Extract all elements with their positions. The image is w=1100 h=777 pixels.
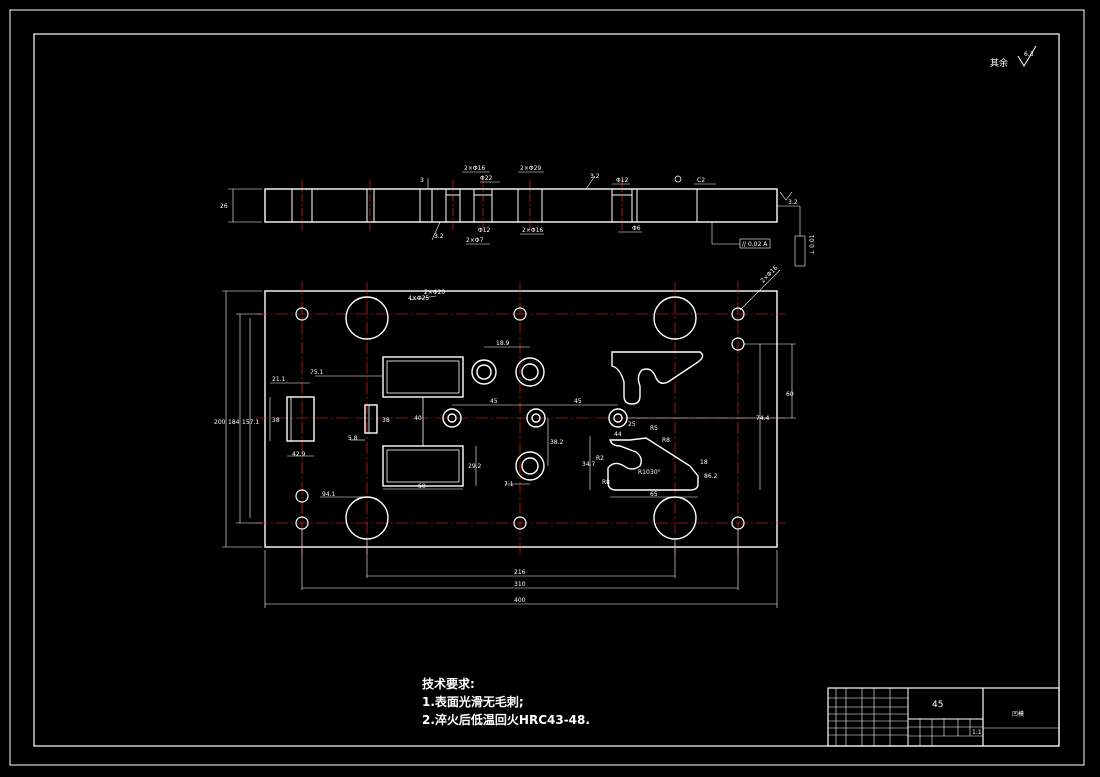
dim-right-2: 74.4 [756, 415, 770, 422]
profile-cavity-upper [611, 351, 704, 405]
hole-note-3: 2×Φ16 [759, 264, 779, 284]
section-callout-11: Φ6 [632, 225, 641, 232]
section-callout-4: 2×Φ29 [520, 165, 541, 172]
dim-mid-12: 38.2 [550, 439, 564, 446]
tech-requirements: 技术要求: 1.表面光滑无毛刺; 2.淬火后低温回火HRC43-48. [422, 676, 590, 727]
dim-left-4: 38 [272, 417, 280, 424]
dim-left-2: 184 [228, 419, 240, 426]
dim-mid-14: 7.1 [504, 481, 514, 488]
section-callout-10: 2×Φ16 [522, 227, 543, 234]
dim-mid-8: 30° [650, 469, 661, 476]
section-view: 26 3 2×Φ16 Φ22 2×Φ29 3.2 Φ12 C2 Φ12 2×Φ7… [220, 165, 816, 267]
hole-note-2: 2×Φ20 [424, 289, 445, 296]
dim-mid-7: R10 [638, 469, 650, 476]
rect-cavity-top [382, 356, 464, 398]
section-outline [264, 188, 778, 223]
inner-frame [33, 33, 1060, 747]
dim-top-5: 21.1 [272, 376, 286, 383]
dim-left-1: 200 [214, 419, 226, 426]
dim-mid-3: 25 [628, 421, 636, 428]
dim-top-3: 45 [574, 398, 582, 405]
flatness-frame [739, 238, 771, 249]
roughness-label: 其余 [990, 57, 1008, 69]
section-callout-2: 2×Φ16 [464, 165, 485, 172]
dim-low-3: 5.8 [348, 435, 358, 442]
perpendicularity-text: ⊥ 0.01 [809, 234, 816, 255]
section-callout-7: C2 [697, 177, 705, 184]
dim-low-4: 65 [650, 491, 658, 498]
slot-mid [364, 404, 378, 434]
dim-mid-2: 40 [414, 415, 422, 422]
dim-mid-6: R2 [596, 455, 604, 462]
roughness-note: 其余 6.3 [990, 45, 1037, 69]
datum-a-icon [674, 175, 682, 183]
tech-item-2: 2.淬火后低温回火HRC43-48. [422, 712, 590, 727]
flatness-text: // 0.02 A [742, 241, 768, 248]
guide-hole-tr [653, 296, 697, 340]
hole-note-1: 4×Φ25 [408, 295, 429, 302]
dim-bottom-3: 400 [514, 597, 526, 604]
rect-cavity-bottom [382, 445, 464, 487]
dim-mid-11: 34.7 [582, 461, 596, 468]
dim-top-4: 75.1 [310, 369, 324, 376]
section-callout-9: 2×Φ7 [466, 237, 484, 244]
dim-mid-9: 18 [700, 459, 708, 466]
dim-mid-5: R8 [662, 437, 670, 444]
dim-right-1: 60 [786, 391, 794, 398]
section-callout-5: 3.2 [590, 173, 600, 180]
scale-text: 1:1 [972, 729, 982, 736]
dim-top-2: 45 [490, 398, 498, 405]
part-name-text: 凹模 [1012, 710, 1024, 718]
tech-item-1: 1.表面光滑无毛刺; [422, 694, 524, 709]
dim-low-1: 42.9 [292, 451, 306, 458]
right-roughness-text: 3.2 [788, 199, 798, 206]
dim-mid-1: 38 [382, 417, 390, 424]
dim-mid-16: 44 [614, 431, 622, 438]
guide-hole-tl [345, 296, 389, 340]
dim-bottom-1: 216 [514, 569, 526, 576]
profile-cavity-lower [607, 437, 699, 491]
right-roughness-icon [779, 191, 793, 201]
section-thickness-label: 26 [220, 203, 228, 210]
dim-mid-13: 29.2 [468, 463, 482, 470]
tech-title: 技术要求: [422, 676, 475, 691]
section-callout-6: Φ12 [616, 177, 629, 184]
dim-top-1: 18.9 [496, 340, 510, 347]
material-text: 45 [932, 700, 943, 710]
roughness-icon [1017, 45, 1037, 67]
roughness-value: 6.3 [1024, 51, 1034, 58]
section-callout-8: Φ12 [478, 227, 491, 234]
perpendicularity-frame [794, 235, 806, 267]
section-callout-1: 3 [420, 177, 424, 184]
dim-bottom-2: 310 [514, 581, 526, 588]
dim-mid-17: 86.2 [704, 473, 718, 480]
slot-left [286, 396, 315, 442]
section-callout-3: Φ22 [480, 175, 493, 182]
dim-low-2: 94.1 [322, 491, 336, 498]
plan-view: 216 310 400 200 184 157.1 38 60 74.4 [214, 264, 796, 608]
dim-mid-10: R8 [602, 479, 610, 486]
dim-left-3: 157.1 [242, 419, 259, 426]
dim-mid-4: R5 [650, 425, 658, 432]
section-callout-12: 3.2 [434, 233, 444, 240]
title-block: 45 凹模 1:1 [827, 687, 1060, 747]
dim-mid-15: 60 [418, 483, 426, 490]
plate-outline [264, 290, 778, 548]
outer-frame [9, 9, 1085, 766]
